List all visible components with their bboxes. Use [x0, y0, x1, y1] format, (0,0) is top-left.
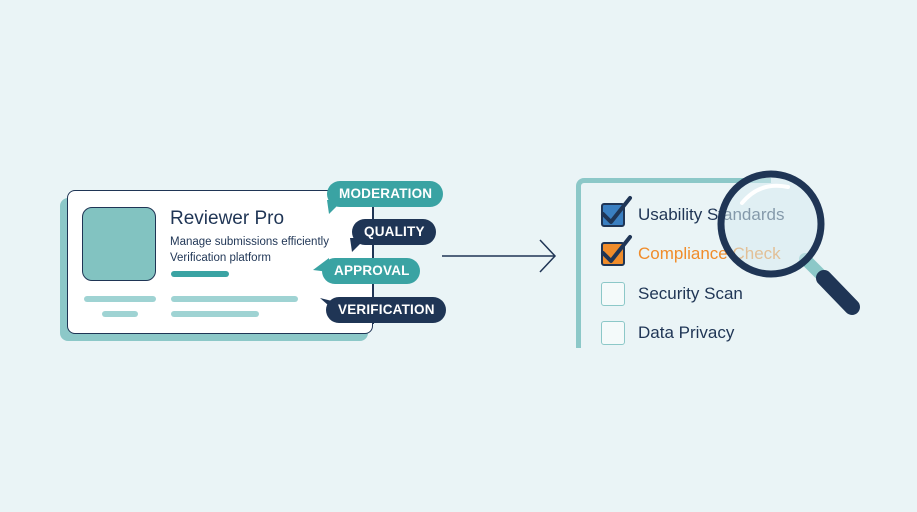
app-thumbnail: [82, 207, 156, 281]
checkbox-privacy[interactable]: [601, 321, 625, 345]
checklist-item-privacy: Data Privacy: [638, 323, 735, 342]
app-description: Manage submissions efficiently: [170, 236, 329, 248]
checkbox-security[interactable]: [601, 282, 625, 306]
tag-moderation: MODERATION: [327, 181, 443, 207]
accent-bar: [171, 271, 229, 277]
app-subtitle: Verification platform: [170, 252, 271, 264]
tag-quality: QUALITY: [352, 219, 436, 245]
checklist-frame: [576, 178, 771, 348]
app-title: Reviewer Pro: [170, 208, 285, 229]
checklist-item-security: Security Scan: [638, 284, 743, 303]
checkmark-icon: [601, 196, 632, 224]
placeholder-line: [84, 296, 156, 302]
placeholder-line: [171, 296, 298, 302]
tag-verification: VERIFICATION: [326, 297, 446, 323]
placeholder-line: [102, 311, 138, 317]
magnifying-glass-icon: [717, 170, 860, 315]
placeholder-line: [171, 311, 259, 317]
arrow-right-icon: [442, 239, 557, 273]
tag-approval: APPROVAL: [322, 258, 420, 284]
checkmark-icon: [601, 235, 632, 263]
